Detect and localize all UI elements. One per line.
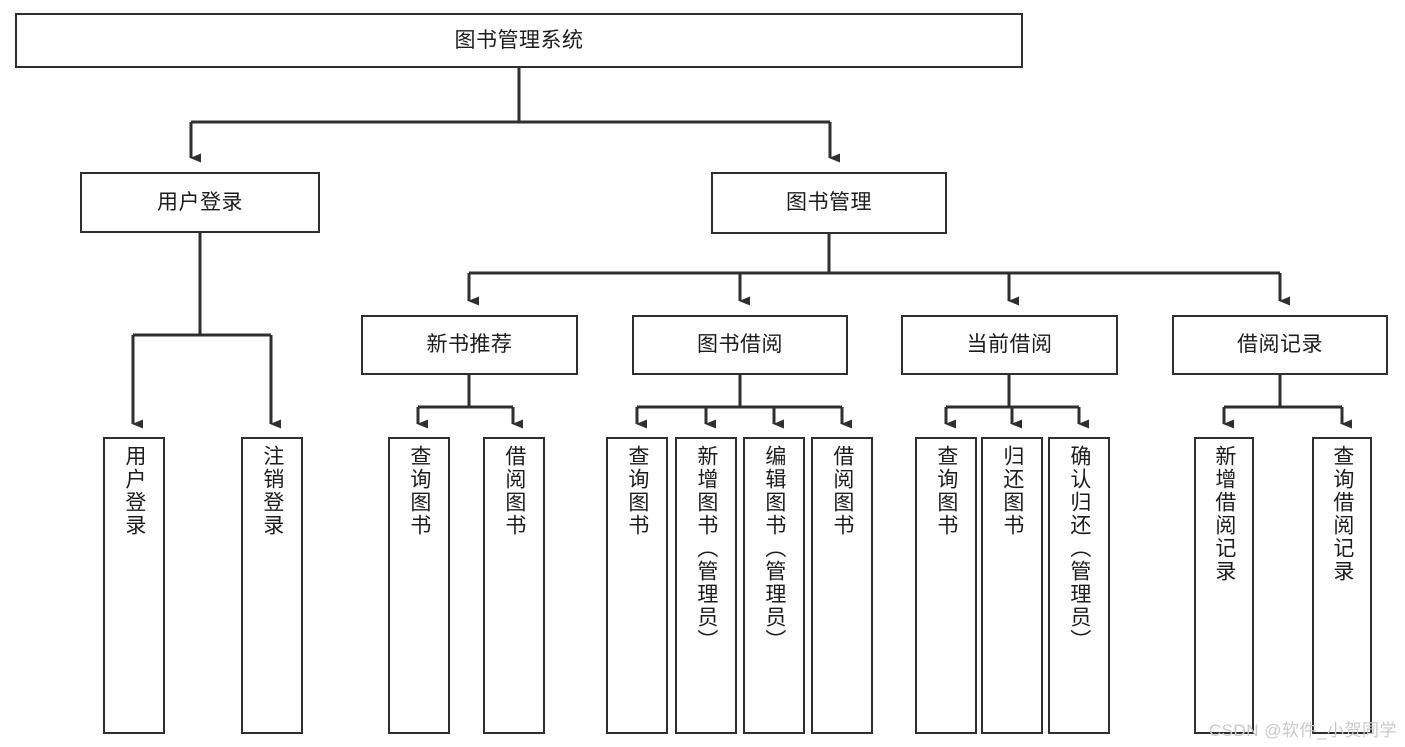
leaf-record-add-record[interactable]: 新增借阅记录 — [1194, 437, 1254, 734]
leaf-borrow-edit-book-admin[interactable]: 编辑图书（管理员） — [743, 437, 805, 734]
leaf-user-login-login[interactable]: 用户登录 — [103, 437, 165, 734]
node-label: 借阅图书 — [830, 445, 854, 537]
node-label: 新增借阅记录 — [1212, 445, 1236, 583]
node-label: 借阅记录 — [1237, 333, 1323, 357]
leaf-recommend-query-book[interactable]: 查询图书 — [388, 437, 450, 734]
leaf-current-confirm-return-admin[interactable]: 确认归还（管理员） — [1048, 437, 1110, 734]
node-label: 查询图书 — [625, 445, 649, 537]
node-label: 用户登录 — [157, 190, 243, 214]
leaf-record-query-record[interactable]: 查询借阅记录 — [1312, 437, 1372, 734]
leaf-borrow-query-book[interactable]: 查询图书 — [606, 437, 668, 734]
node-user-login[interactable]: 用户登录 — [80, 172, 320, 233]
node-label: 图书管理系统 — [454, 28, 584, 52]
node-label: 确认归还（管理员） — [1067, 445, 1091, 652]
node-label: 编辑图书（管理员） — [762, 445, 786, 652]
node-label: 查询借阅记录 — [1330, 445, 1354, 583]
node-label: 查询图书 — [934, 445, 958, 537]
node-label: 用户登录 — [122, 445, 146, 537]
node-label: 新书推荐 — [426, 333, 513, 357]
node-current-borrow[interactable]: 当前借阅 — [901, 315, 1118, 375]
node-book-management[interactable]: 图书管理 — [711, 172, 947, 234]
leaf-borrow-borrow-book[interactable]: 借阅图书 — [811, 437, 873, 734]
node-label: 注销登录 — [260, 445, 284, 537]
node-new-book-recommend[interactable]: 新书推荐 — [361, 315, 578, 375]
leaf-user-login-logout[interactable]: 注销登录 — [241, 437, 303, 734]
node-book-borrow[interactable]: 图书借阅 — [632, 315, 848, 375]
leaf-recommend-borrow-book[interactable]: 借阅图书 — [483, 437, 545, 734]
node-label: 借阅图书 — [502, 445, 526, 537]
node-label: 归还图书 — [1000, 445, 1024, 537]
node-label: 查询图书 — [407, 445, 431, 537]
node-label: 图书借阅 — [697, 333, 783, 357]
csdn-watermark: CSDN @软件_小贺同学 — [1208, 721, 1397, 740]
leaf-borrow-add-book-admin[interactable]: 新增图书（管理员） — [675, 437, 737, 734]
leaf-current-query-book[interactable]: 查询图书 — [915, 437, 977, 734]
leaf-current-return-book[interactable]: 归还图书 — [981, 437, 1043, 734]
node-label: 图书管理 — [786, 191, 872, 215]
node-label: 当前借阅 — [966, 333, 1053, 357]
node-label: 新增图书（管理员） — [694, 445, 718, 652]
node-borrow-record[interactable]: 借阅记录 — [1172, 315, 1388, 375]
node-root-system[interactable]: 图书管理系统 — [15, 13, 1023, 68]
